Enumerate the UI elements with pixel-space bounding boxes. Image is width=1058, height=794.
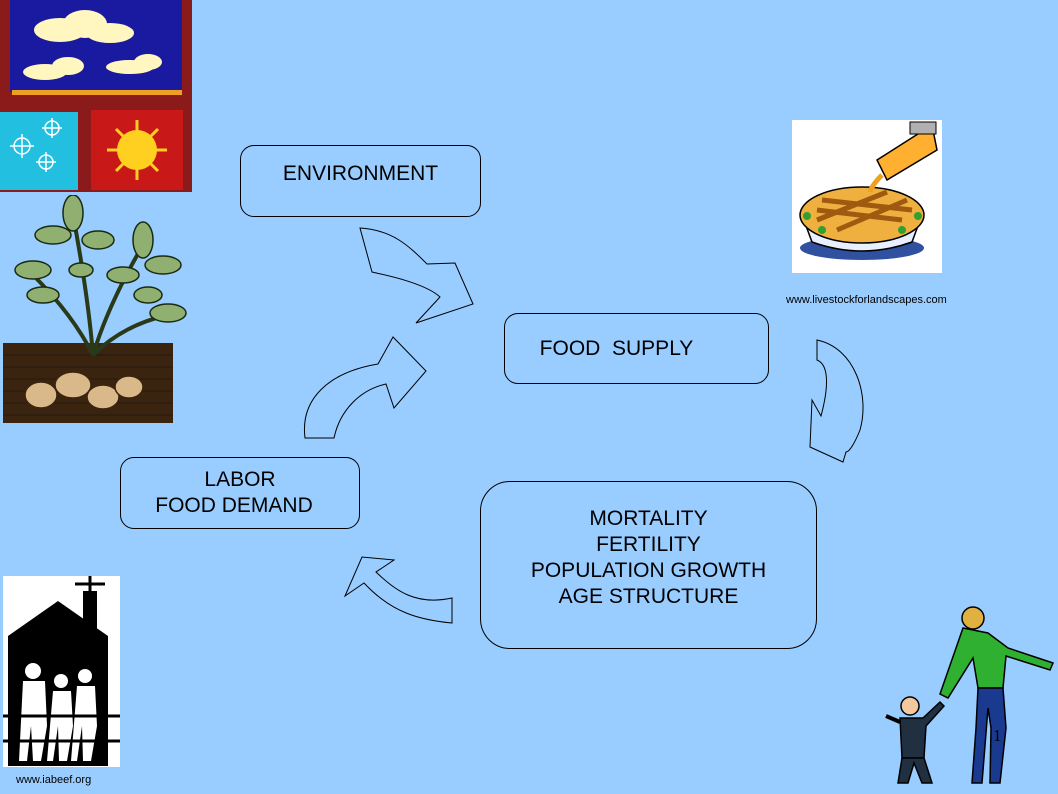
population-growth-label: POPULATION GROWTH [530, 559, 767, 582]
parent-child-clipart [885, 606, 1055, 784]
arrow-environment-to-food-supply [359, 227, 474, 324]
labor-label: LABOR [204, 468, 276, 491]
food-demand-label: FOOD DEMAND [155, 494, 313, 517]
pie-source-url: www.livestockforlandscapes.com [786, 294, 947, 306]
weather-clipart [0, 0, 192, 192]
arrow-labor-to-food-supply [303, 336, 427, 439]
arrow-food-supply-to-mortality [809, 339, 864, 463]
age-structure-label: AGE STRUCTURE [558, 585, 739, 608]
mortality-label: MORTALITY [589, 507, 708, 530]
environment-label: ENVIRONMENT [282, 162, 439, 185]
arrow-mortality-to-labor [343, 556, 453, 624]
population-dynamics-box: MORTALITY FERTILITY POPULATION GROWTH AG… [480, 481, 817, 649]
pie-clipart [792, 120, 942, 273]
food-supply-box: FOOD SUPPLY [504, 313, 769, 384]
fertility-label: FERTILITY [596, 533, 701, 556]
labor-box: LABOR FOOD DEMAND [120, 457, 360, 529]
environment-box: ENVIRONMENT [240, 145, 481, 217]
farm-source-url: www.iabeef.org [16, 774, 92, 786]
food-supply-label: FOOD SUPPLY [539, 336, 694, 360]
farm-family-logo [3, 576, 120, 767]
potato-plant-clipart [3, 195, 187, 423]
slide-number: 1 [993, 726, 1002, 745]
